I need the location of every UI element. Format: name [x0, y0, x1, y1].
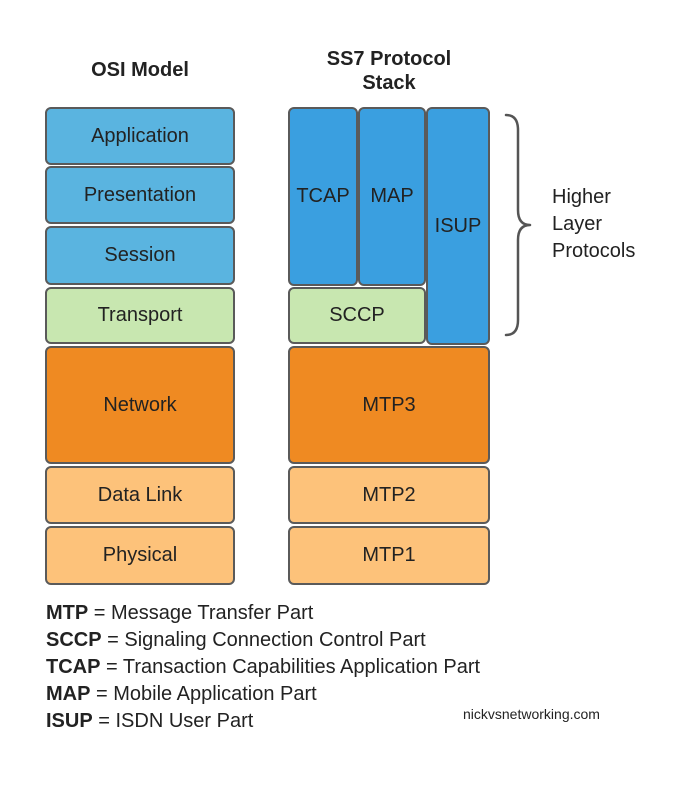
osi-layer-application: Application: [45, 107, 235, 165]
legend-row-mtp: MTP = Message Transfer Part: [46, 600, 480, 627]
osi-layer-transport: Transport: [45, 287, 235, 344]
ss7-title-line-1: SS7 Protocol: [326, 48, 452, 70]
ss7-mtp3-block: MTP3: [288, 346, 490, 464]
ss7-tcap-block: TCAP: [288, 107, 358, 286]
ss7-title-line-2: Stack: [362, 72, 416, 94]
abbreviation-legend: MTP = Message Transfer Part SCCP = Signa…: [46, 600, 480, 735]
legend-abbr: MAP: [46, 683, 91, 705]
osi-layer-session: Session: [45, 226, 235, 285]
ss7-map-block: MAP: [358, 107, 426, 286]
legend-abbr: MTP: [46, 602, 89, 624]
ss7-stack-title: SS7 Protocol Stack: [288, 47, 490, 95]
legend-row-tcap: TCAP = Transaction Capabilities Applicat…: [46, 654, 480, 681]
osi-layer-network: Network: [45, 346, 235, 464]
higher-label-line-1: Higher: [552, 186, 611, 208]
osi-layer-presentation: Presentation: [45, 166, 235, 224]
curly-brace-icon: [504, 113, 532, 337]
legend-row-isup: ISUP = ISDN User Part: [46, 708, 480, 735]
legend-abbr: ISUP: [46, 710, 93, 732]
ss7-mtp2-block: MTP2: [288, 466, 490, 524]
legend-row-sccp: SCCP = Signaling Connection Control Part: [46, 627, 480, 654]
ss7-mtp1-block: MTP1: [288, 526, 490, 585]
osi-model-title: OSI Model: [91, 59, 189, 81]
ss7-isup-block: ISUP: [426, 107, 490, 345]
legend-desc: = Mobile Application Part: [90, 683, 317, 705]
osi-layer-data-link: Data Link: [45, 466, 235, 524]
legend-abbr: SCCP: [46, 629, 102, 651]
ss7-sccp-block: SCCP: [288, 287, 426, 344]
legend-desc: = Signaling Connection Control Part: [101, 629, 426, 651]
legend-desc: = ISDN User Part: [92, 710, 254, 732]
legend-row-map: MAP = Mobile Application Part: [46, 681, 480, 708]
higher-label-line-3: Protocols: [552, 240, 636, 262]
legend-desc: = Message Transfer Part: [88, 602, 314, 624]
osi-layer-physical: Physical: [45, 526, 235, 585]
legend-desc: = Transaction Capabilities Application P…: [100, 656, 481, 678]
higher-layer-protocols-label: Higher Layer Protocols: [552, 184, 635, 265]
legend-abbr: TCAP: [46, 656, 101, 678]
credit-text: nickvsnetworking.com: [463, 706, 600, 722]
higher-label-line-2: Layer: [552, 213, 603, 235]
